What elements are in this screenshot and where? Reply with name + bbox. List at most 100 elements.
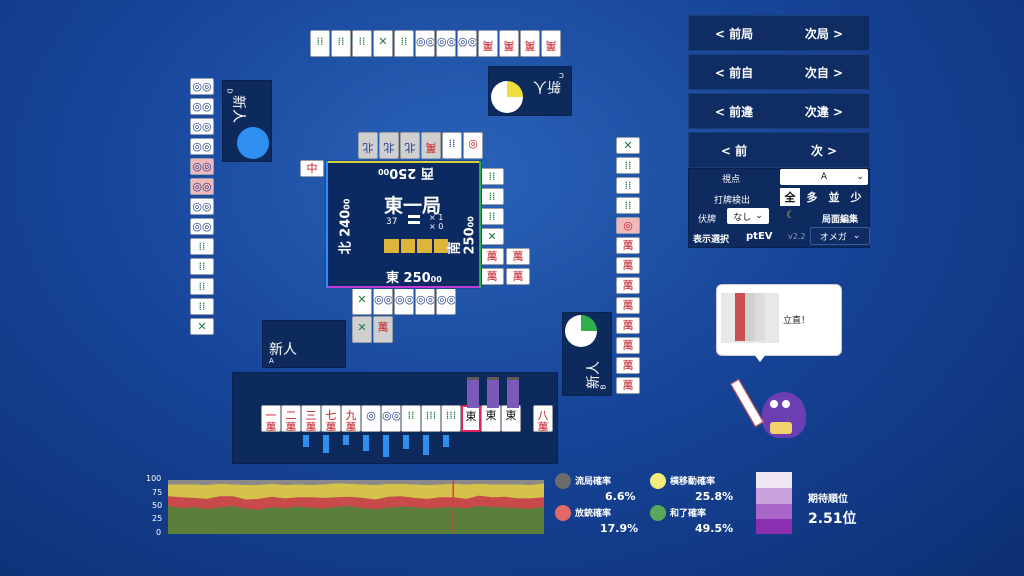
hand-panel: 一萬二萬三萬七萬九萬◎◎◎⁞⁞⁞⁞⁞⁞⁞⁞東東東 八萬 (232, 372, 558, 464)
ptev-button[interactable]: ptEV (746, 231, 773, 242)
hand-tile[interactable]: 一萬 (261, 405, 281, 432)
next-diff-button[interactable]: 次違 > (804, 104, 844, 119)
tile: ⁞⁞ (442, 132, 462, 159)
hand-tile[interactable]: 二萬 (281, 405, 301, 432)
seg-all-button[interactable]: 全 (780, 188, 800, 206)
tile: 萬 (616, 337, 640, 354)
tile: 萬 (480, 268, 504, 285)
tile: ◎◎ (190, 138, 214, 155)
tile: ⁞⁞ (616, 157, 640, 174)
move-color-icon (650, 473, 666, 489)
eval-bars-below (303, 435, 453, 459)
player-timer-icon (491, 81, 523, 113)
riichi-count: × 0 (429, 222, 444, 231)
tiles-left: 37 (386, 217, 398, 227)
viewpoint-select[interactable]: A⌄ (780, 169, 868, 185)
tile: ⁞⁞ (190, 258, 214, 275)
hide-select[interactable]: なし⌄ (727, 208, 769, 224)
prev-diff-button[interactable]: < 前違 (714, 104, 754, 119)
tile: ⁞⁞ (616, 197, 640, 214)
prev-self-button[interactable]: < 前自 (714, 65, 754, 80)
seat-label: A (269, 357, 274, 365)
next-self-button[interactable]: 次自 > (804, 65, 844, 80)
hand-tile[interactable]: 東 (481, 405, 501, 432)
hand-tile[interactable]: ⁞⁞⁞ (441, 405, 461, 432)
hand-tile[interactable]: ◎ (361, 405, 381, 432)
next-round-button[interactable]: 次局 > (804, 26, 844, 41)
tile: ◎◎ (190, 178, 214, 195)
tile-face: 二 (285, 409, 297, 422)
dealin-color-icon (555, 505, 571, 521)
draw-color-icon (555, 473, 571, 489)
rank-swatch (756, 472, 792, 534)
moon-icon[interactable]: ☾ (786, 210, 795, 221)
tile: 萬 (373, 316, 393, 343)
tile: 萬 (541, 30, 561, 57)
tile: ✕ (480, 228, 504, 245)
hand-tile[interactable]: 九萬 (341, 405, 361, 432)
chart-area-series-2 (168, 483, 544, 500)
hand-tile[interactable]: ⁞⁞⁞ (421, 405, 441, 432)
tile: 萬 (480, 248, 504, 265)
tile-suit: 萬 (285, 421, 297, 432)
next-button[interactable]: 次 > (810, 143, 838, 158)
riichi-stick-icon (408, 221, 420, 224)
south-score: 南 25000 (447, 216, 478, 255)
seg-many-button[interactable]: 多 (806, 191, 818, 204)
rank-value: 2.51位 (808, 511, 857, 527)
west-score: 西 25000 (378, 165, 434, 180)
tile: ⁞⁞ (190, 298, 214, 315)
tile: ✕ (352, 288, 372, 315)
hand-tile[interactable]: ⁞⁞ (401, 405, 421, 432)
tile-face: 東 (485, 409, 497, 422)
tile: ⁞⁞ (190, 238, 214, 255)
tile: 萬 (506, 268, 530, 285)
east-score: 東 25000 (386, 271, 442, 286)
tile: 萬 (520, 30, 540, 57)
y-tick: 50 (152, 501, 163, 510)
prev-round-button[interactable]: < 前局 (714, 26, 754, 41)
viewpoint-label: 視点 (722, 175, 741, 185)
tile-face: ⁞⁞⁞ (445, 409, 457, 422)
ai-model-select[interactable]: オメガ⌄ (810, 227, 870, 245)
tile: ⁞⁞ (616, 177, 640, 194)
display-select-label: 表示選択 (693, 235, 730, 245)
tile: ⁞⁞ (480, 188, 504, 205)
tile: 萬 (506, 248, 530, 265)
tile-suit: 萬 (265, 421, 277, 432)
tile: 萬 (616, 277, 640, 294)
hand-tile[interactable]: ◎◎ (381, 405, 401, 432)
tile: ◎◎ (373, 288, 393, 315)
tile-face: ◎ (366, 409, 376, 422)
hand-tile[interactable]: 七萬 (321, 405, 341, 432)
rank-label: 期待順位 (808, 494, 848, 505)
tile-suit: 萬 (305, 421, 317, 432)
hand-tile[interactable]: 東 (461, 405, 481, 432)
tile: 北 (379, 132, 399, 159)
seg-few-button[interactable]: 少 (850, 191, 862, 204)
seat-label: D (225, 88, 234, 94)
tile: ◎◎ (457, 30, 477, 57)
y-tick: 0 (156, 528, 162, 537)
tile: ◎◎ (190, 118, 214, 135)
win-label: 和了確率 (670, 509, 707, 519)
player-name: 新人 (533, 78, 561, 94)
edit-position-button[interactable]: 局面編集 (822, 215, 859, 225)
center-info-panel: 西 25000 東一局 37 × 1 × 0 北 24000 南 25000 東… (325, 160, 482, 289)
tile: ◎◎ (415, 288, 435, 315)
honba-count: × 1 (429, 213, 444, 222)
tile: ✕ (190, 318, 214, 335)
north-score: 北 24000 (338, 198, 354, 255)
hand-tile[interactable]: 東 (501, 405, 521, 432)
honba-stick-icon (408, 215, 420, 218)
tile: 萬 (421, 132, 441, 159)
chart-area-series-1 (168, 495, 544, 510)
tile: ◎◎ (190, 158, 214, 175)
seg-normal-button[interactable]: 並 (828, 191, 840, 204)
drawn-tile[interactable]: 八萬 (533, 405, 553, 432)
prev-button[interactable]: < 前 (720, 143, 748, 158)
seat-label: B (599, 384, 608, 390)
chevron-down-icon: ⌄ (755, 211, 763, 221)
hand-tile[interactable]: 三萬 (301, 405, 321, 432)
right-hand-column: ✕ ⁞⁞ ⁞⁞ ⁞⁞ ◎ 萬 萬 萬 萬 萬 萬 萬 萬 (616, 137, 644, 397)
